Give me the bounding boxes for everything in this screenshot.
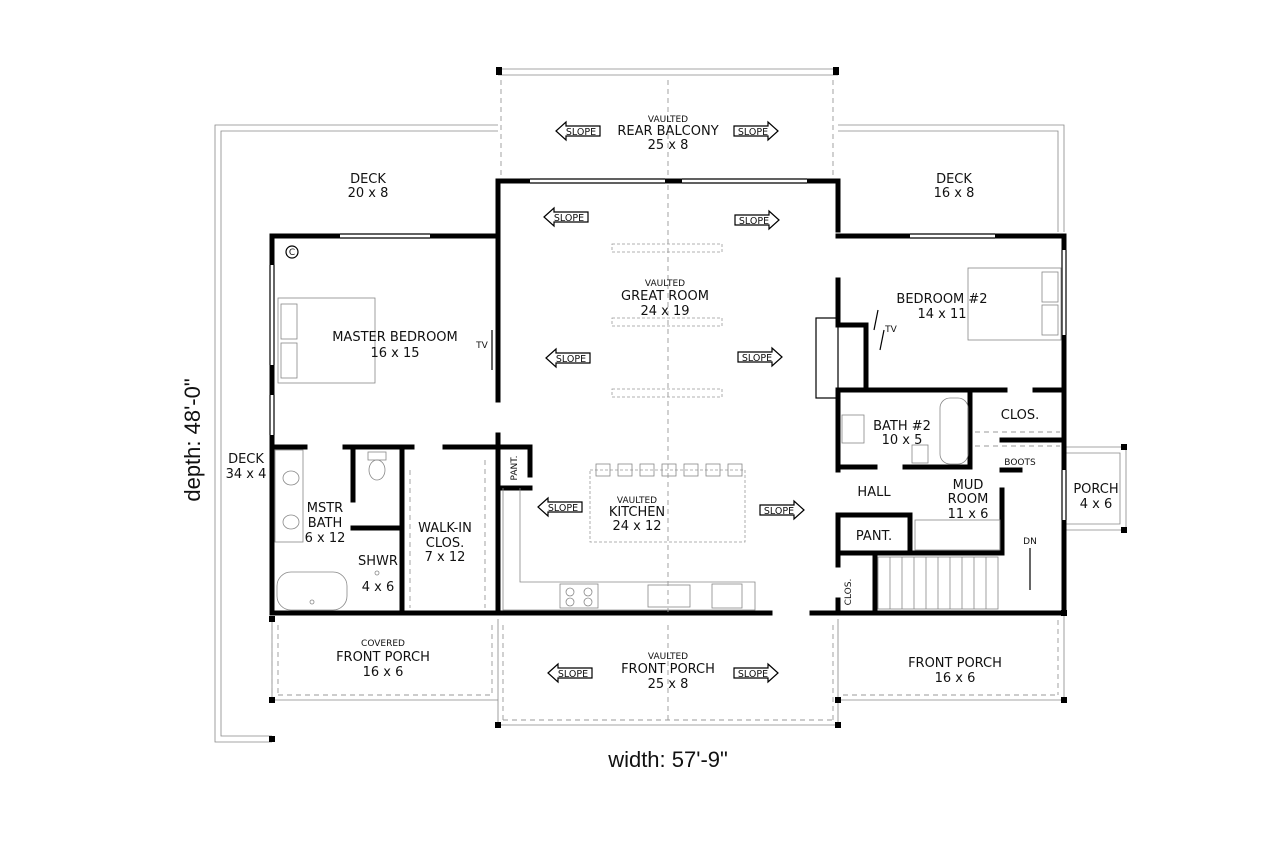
slope-arrow: SLOPE	[547, 662, 593, 684]
svg-text:SLOPE: SLOPE	[738, 127, 768, 138]
bath2-name: BATH #2	[873, 419, 931, 434]
closet-mark: C	[289, 248, 295, 258]
walkin-size: 7 x 12	[425, 550, 466, 565]
walkin-name2: CLOS.	[426, 536, 464, 551]
mstr-bath-size: 6 x 12	[305, 531, 346, 546]
mstr-bath-name1: MSTR	[307, 501, 343, 516]
deck-left-name: DECK	[350, 172, 386, 187]
covered-porch-size: 16 x 6	[363, 665, 404, 680]
covered-porch-tag: COVERED	[361, 639, 405, 649]
svg-text:SLOPE: SLOPE	[738, 669, 768, 680]
slope-arrow: SLOPE	[737, 346, 783, 368]
mud-room-size: 11 x 6	[948, 507, 989, 522]
rear-balcony-size: 25 x 8	[648, 138, 689, 153]
slope-arrows: SLOPE SLOPE SLOPE SLOPE SLOPE SLOPE SLOP…	[537, 120, 805, 684]
fixtures	[274, 185, 1062, 612]
walkin-name1: WALK-IN	[418, 521, 472, 536]
slope-arrow: SLOPE	[545, 347, 591, 369]
bath2-size: 10 x 5	[882, 433, 923, 448]
bedroom2-size: 14 x 11	[917, 307, 966, 322]
mstr-bath-name2: BATH	[308, 516, 343, 531]
great-room-name: GREAT ROOM	[621, 289, 709, 304]
deck-side-name: DECK	[228, 452, 264, 467]
hall-label: HALL	[857, 485, 891, 500]
porch-side-name: PORCH	[1073, 482, 1118, 497]
width-dimension: width: 57'-9"	[607, 747, 728, 772]
rear-balcony-tag: VAULTED	[648, 115, 688, 125]
slope-arrow: SLOPE	[733, 120, 779, 142]
mud-room-name1: MUD	[953, 478, 984, 493]
great-room-size: 24 x 19	[640, 304, 689, 319]
svg-text:SLOPE: SLOPE	[566, 127, 596, 138]
slope-arrow: SLOPE	[734, 209, 780, 231]
tv-label: TV	[475, 341, 488, 351]
slope-arrow: SLOPE	[543, 206, 589, 228]
svg-text:SLOPE: SLOPE	[556, 354, 586, 365]
mud-room-name2: ROOM	[948, 492, 989, 507]
covered-porch-name: FRONT PORCH	[336, 650, 430, 665]
master-bedroom-size: 16 x 15	[370, 346, 419, 361]
shower-name: SHWR	[358, 554, 398, 569]
kitchen-name: KITCHEN	[609, 505, 665, 520]
boots-label: BOOTS	[1004, 458, 1036, 468]
svg-text:SLOPE: SLOPE	[764, 506, 794, 517]
vaulted-porch-size: 25 x 8	[648, 677, 689, 692]
svg-text:SLOPE: SLOPE	[742, 353, 772, 364]
deck-left-size: 20 x 8	[348, 186, 389, 201]
slope-arrow: SLOPE	[733, 662, 779, 684]
front-porch-right-name: FRONT PORCH	[908, 656, 1002, 671]
room-labels: VAULTED REAR BALCONY 25 x 8 DECK 20 x 8 …	[226, 115, 1119, 692]
slope-arrow: SLOPE	[759, 499, 805, 521]
svg-text:SLOPE: SLOPE	[739, 216, 769, 227]
depth-dimension: depth: 48'-0"	[180, 378, 205, 501]
stairs-down-label: DN	[1023, 537, 1037, 547]
pant-label: PANT.	[856, 529, 892, 544]
shower-size: 4 x 6	[362, 580, 395, 595]
svg-text:SLOPE: SLOPE	[548, 503, 578, 514]
kitchen-tag: VAULTED	[617, 496, 657, 506]
great-room-tag: VAULTED	[645, 279, 685, 289]
master-bedroom-name: MASTER BEDROOM	[332, 330, 458, 345]
slope-arrow: SLOPE	[537, 496, 583, 518]
deck-outlines	[214, 67, 1127, 743]
tv-label-2: TV	[884, 325, 897, 335]
deck-side-size: 34 x 4	[226, 467, 267, 482]
kitchen-pant-label: PANT.	[510, 455, 520, 480]
clos-vertical-label: CLOS.	[844, 579, 854, 606]
kitchen-size: 24 x 12	[612, 519, 661, 534]
deck-right-size: 16 x 8	[934, 186, 975, 201]
rear-balcony-name: REAR BALCONY	[617, 124, 718, 139]
slope-arrow: SLOPE	[555, 120, 601, 142]
svg-text:SLOPE: SLOPE	[554, 213, 584, 224]
walls	[269, 178, 1067, 616]
deck-right-name: DECK	[936, 172, 972, 187]
vaulted-porch-tag: VAULTED	[648, 652, 688, 662]
svg-text:SLOPE: SLOPE	[558, 669, 588, 680]
clos-label: CLOS.	[1001, 408, 1039, 423]
vaulted-porch-name: FRONT PORCH	[621, 662, 715, 677]
bedroom2-name: BEDROOM #2	[896, 292, 987, 307]
front-porch-right-size: 16 x 6	[935, 671, 976, 686]
porch-side-size: 4 x 6	[1080, 497, 1113, 512]
